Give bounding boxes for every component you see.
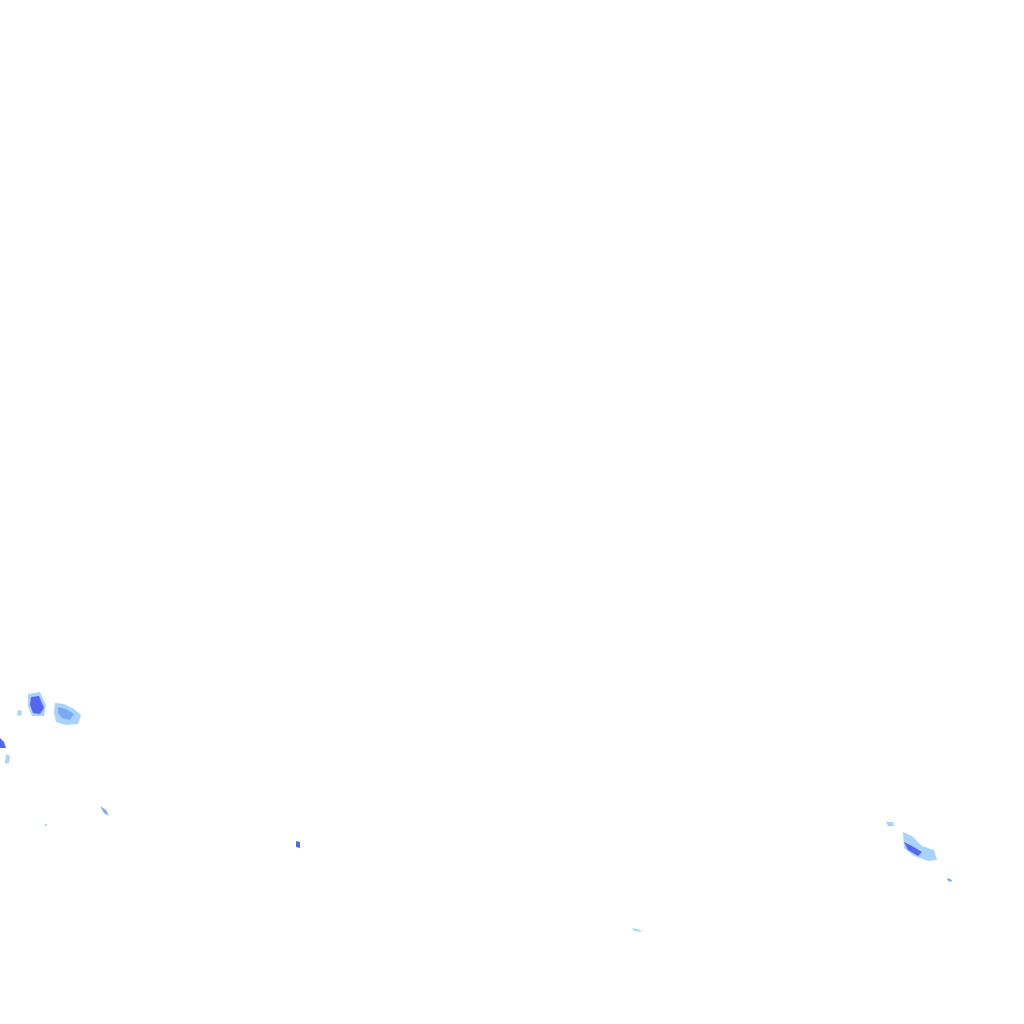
- echo-moderate: [947, 878, 952, 882]
- echo-light: [632, 928, 642, 932]
- echo-heavy: [0, 738, 6, 748]
- echo-moderate: [100, 806, 109, 816]
- echo-cluster-west: [0, 692, 300, 848]
- echo-heavy: [30, 696, 44, 714]
- echo-light: [903, 832, 937, 861]
- echo-cluster-east: [632, 822, 952, 932]
- echo-light: [886, 822, 894, 826]
- echo-moderate: [58, 707, 74, 720]
- echo-light: [5, 754, 10, 764]
- echo-light: [17, 710, 22, 716]
- echo-light: [45, 824, 47, 826]
- echo-heavy: [904, 842, 922, 856]
- echo-heavy: [296, 841, 300, 848]
